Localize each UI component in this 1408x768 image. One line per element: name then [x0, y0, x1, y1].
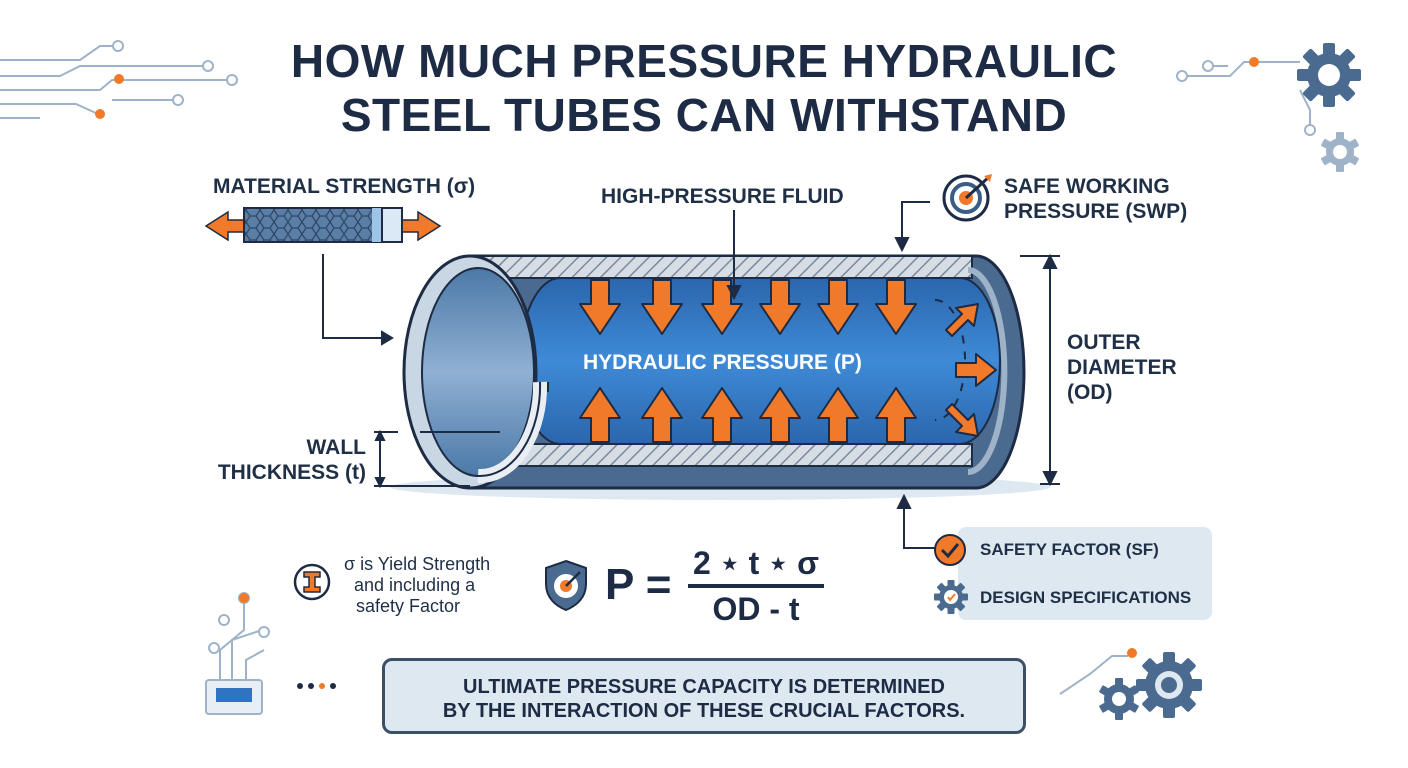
arrow-up-3	[701, 387, 743, 443]
arrow-end-mid	[955, 353, 997, 387]
arrow-up-5	[817, 387, 859, 443]
i-beam-icon	[293, 563, 331, 601]
arrow-down-5	[817, 279, 859, 335]
material-strength-label: MATERIAL STRENGTH (σ)	[213, 175, 476, 198]
page-title: HOW MUCH PRESSURE HYDRAULIC STEEL TUBES …	[0, 34, 1408, 142]
gear-icon	[1099, 678, 1139, 720]
gear-icon	[1136, 652, 1202, 718]
arrow-down-4	[759, 279, 801, 335]
gear-icon	[934, 580, 968, 614]
conclusion-banner: ULTIMATE PRESSURE CAPACITY IS DETERMINED…	[382, 658, 1026, 734]
note-line-1: σ is Yield Strength	[344, 554, 491, 574]
material-leader	[322, 254, 382, 339]
title-line-2: STEEL TUBES CAN WITHSTAND	[340, 89, 1068, 141]
note-line-2: and including a	[354, 575, 476, 595]
arrow-up-4	[759, 387, 801, 443]
factors-panel	[958, 527, 1212, 620]
hydraulic-pressure-label: HYDRAULIC PRESSURE (P)	[583, 351, 862, 374]
banner-line-1: ULTIMATE PRESSURE CAPACITY IS DETERMINED	[463, 676, 945, 698]
high-pressure-fluid-label: HIGH-PRESSURE FLUID	[601, 185, 844, 208]
wall-label-line-2: THICKNESS (t)	[217, 461, 366, 484]
arrow-down-3	[701, 279, 743, 335]
od-label-line-2: DIAMETER	[1067, 356, 1177, 379]
swp-label-line-1: SAFE WORKING	[1004, 175, 1170, 198]
fraction-bar	[688, 584, 824, 588]
swp-label-line-2: PRESSURE (SWP)	[1004, 200, 1188, 223]
pressure-arrows	[579, 279, 917, 443]
circuit-bottom-right	[1059, 648, 1137, 695]
od-label-line-1: OUTER	[1067, 331, 1141, 354]
arrow-down-2	[641, 279, 683, 335]
formula-denominator: OD - t	[712, 591, 800, 627]
banner-line-2: BY THE INTERACTION OF THESE CRUCIAL FACT…	[442, 700, 966, 722]
design-specs-label: DESIGN SPECIFICATIONS	[980, 588, 1192, 607]
checkmark-circle-icon	[934, 534, 966, 566]
circuit-top-right	[1176, 60, 1316, 136]
circuit-top-left	[0, 40, 238, 119]
arrow-end-down	[945, 403, 979, 437]
target-icon	[942, 174, 992, 222]
arrow-up-1	[579, 387, 621, 443]
gear-icon	[1321, 132, 1359, 172]
arrow-down-6	[875, 279, 917, 335]
note-line-3: safety Factor	[356, 596, 461, 616]
arrow-down-1	[579, 279, 621, 335]
arrow-end-up	[945, 303, 979, 337]
arrow-up-2	[641, 387, 683, 443]
shield-target-icon	[545, 559, 587, 612]
end-pressure-arrows	[945, 303, 997, 437]
material-specimen-icon	[204, 207, 442, 243]
formula-numerator: 2 ⋆ t ⋆ σ	[693, 545, 819, 581]
od-label-line-3: (OD)	[1067, 381, 1113, 404]
title-line-1: HOW MUCH PRESSURE HYDRAULIC	[290, 35, 1118, 87]
swp-leader	[901, 201, 930, 244]
safety-factor-label: SAFETY FACTOR (SF)	[980, 540, 1159, 559]
formula-lhs: P =	[605, 560, 672, 609]
arrow-up-6	[875, 387, 917, 443]
gear-icon	[1297, 43, 1361, 107]
wall-label-line-1: WALL	[306, 436, 366, 459]
sf-leader	[903, 500, 940, 549]
